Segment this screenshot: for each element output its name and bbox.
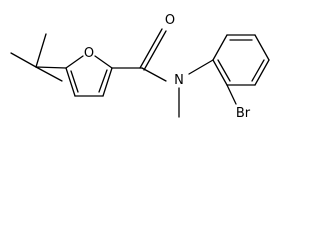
bromophenyl-ring [212,34,270,105]
bond-tbu-methyl-top [35,33,47,68]
bond-tbu-to-furan [35,66,67,69]
amide-nitrogen-label: N [174,73,184,88]
bond-carbonyl-double-a [139,28,163,69]
carbonyl-oxygen-label: O [165,13,175,28]
bond-aryl-c1-c6 [212,34,228,61]
bond-aryl-c2-c1 [212,59,228,86]
bond-furan-c3-c2 [102,67,113,97]
bond-furan-c2-o [94,55,113,69]
bond-aryl-c4-c3 [254,59,270,86]
bond-tbu-methyl-left [10,52,37,68]
bond-aryl-to-bromine [226,84,237,105]
furan-ring [65,55,113,97]
bond-furan-c3-c2-double [98,69,108,93]
bond-furan-o-c5 [65,55,84,69]
bond-carbonyl-to-n [141,67,167,82]
bond-aryl-c2-c1-double [217,59,231,82]
bond-furan-c5-c4 [65,67,76,97]
bond-aryl-c5-c4 [254,34,270,61]
furan-oxygen-label: O [84,46,94,61]
bromine-label: Br [236,106,251,121]
bond-tbu-methyl-right [35,66,63,82]
bond-furan-c5-c4-double [70,70,79,93]
bond-aryl-c4-c3-double [251,59,265,82]
chemical-structure-diagram: O O N Br [10,13,270,121]
bond-carbonyl-double-b [143,30,167,71]
tert-butyl-group [10,33,67,82]
amide-group [111,28,214,118]
bond-n-to-aryl [188,59,214,75]
